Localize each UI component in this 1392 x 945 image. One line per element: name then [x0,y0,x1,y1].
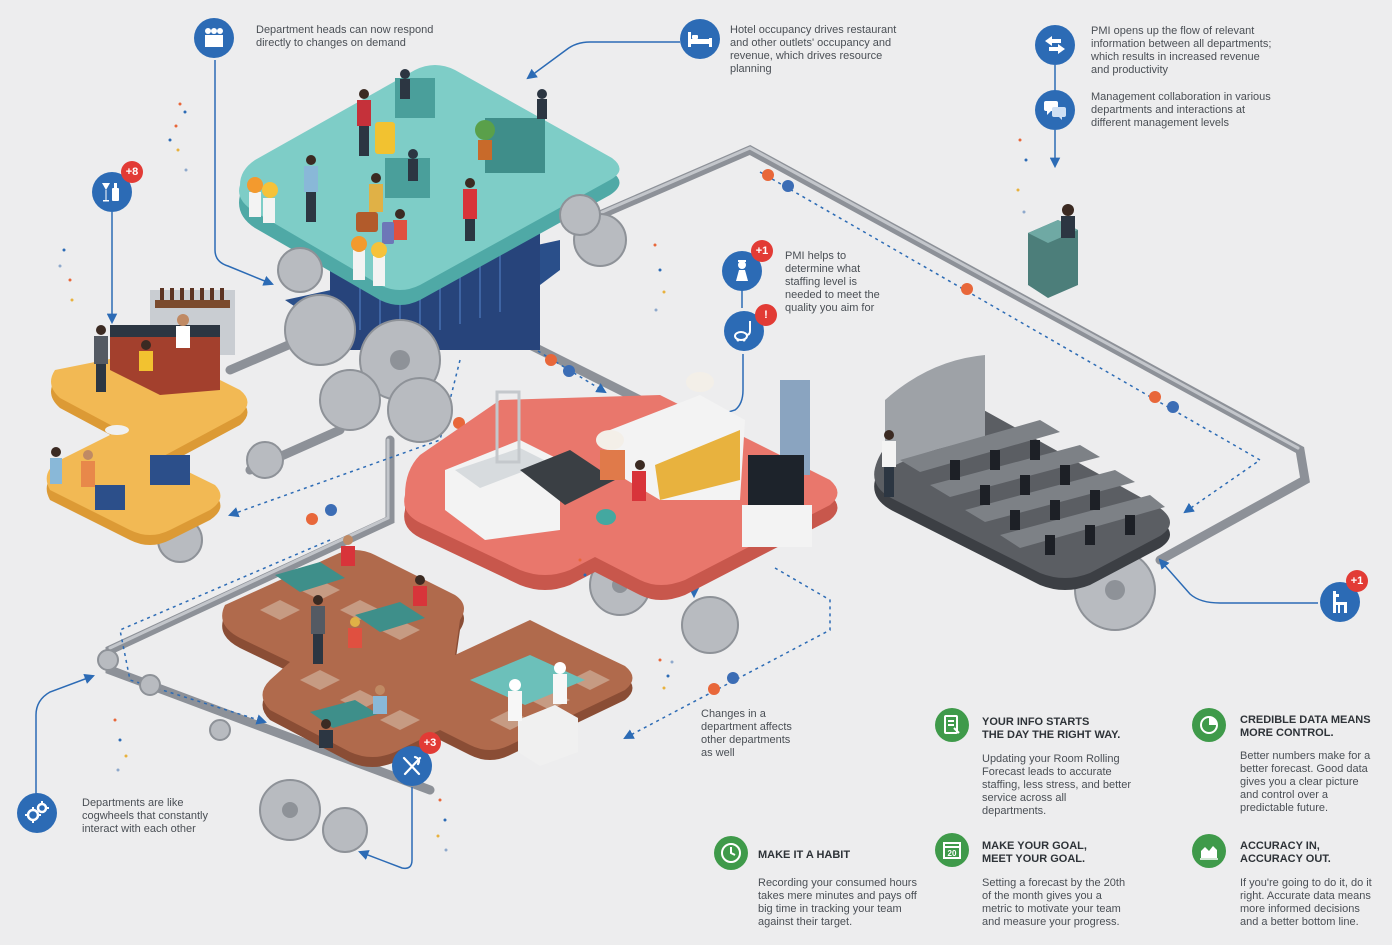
restaurant-staff-badge: +3 [419,732,441,754]
bed-icon [680,19,720,59]
note-department-changes: Changes in a department affects other de… [701,708,792,759]
pipe-highlight [108,146,1300,650]
meeting-platform [874,355,1170,590]
exchange-arrows-icon [1035,25,1075,65]
tip-goal-title: MAKE YOUR GOAL,MEET YOUR GOAL. [982,840,1087,865]
lobby-guests [304,89,477,244]
tip-habit-title: MAKE IT A HABIT [758,849,851,861]
tip-accuracy-body: If you're going to do it, do it right. A… [1240,877,1372,928]
chat-bubbles-icon [1035,90,1075,130]
meeting-staff-badge: +1 [1346,570,1368,592]
area-chart-icon [1192,834,1226,868]
tip-credible-body: Better numbers make for a better forecas… [1240,750,1371,814]
podium [1028,204,1078,298]
bar-staff-badge: +8 [121,161,143,183]
note-pmi-flow: PMI opens up the flow of relevant inform… [1091,25,1272,76]
pie-chart-icon [1192,708,1226,742]
tip-habit-body: Recording your consumed hours takes mere… [758,877,917,928]
alert-badge: ! [755,304,777,326]
decorative-confetti [58,102,1028,852]
staff-badge: +1 [751,240,773,262]
form-icon [935,708,969,742]
bar-platform [46,288,248,545]
tip-info-starts-body: Updating your Room Rolling Forecast lead… [982,753,1131,817]
clock-icon [714,836,748,870]
people-icon [194,18,234,58]
calendar-icon-number: 20 [948,849,957,858]
note-management-collaboration: Management collaboration in various depa… [1091,91,1271,129]
lobby-flowers [247,120,495,286]
note-hotel-occupancy: Hotel occupancy drives restaurant and ot… [730,24,897,75]
note-cogwheels: Departments are like cogwheels that cons… [82,797,208,835]
room-platform [404,372,838,600]
tip-accuracy-title: ACCURACY IN,ACCURACY OUT. [1240,840,1331,865]
housekeeper-icon [722,251,762,291]
callout-lines [35,41,1318,870]
restaurant-platform [222,535,633,767]
calendar-icon: 20 [935,833,969,867]
lobby-platform [239,65,620,350]
tip-goal-body: Setting a forecast by the 20th of the mo… [982,877,1126,928]
note-staffing-level: PMI helps to determine what staffing lev… [785,250,880,314]
cogs-icon [17,793,57,833]
note-department-heads: Department heads can now respond directl… [256,24,434,49]
